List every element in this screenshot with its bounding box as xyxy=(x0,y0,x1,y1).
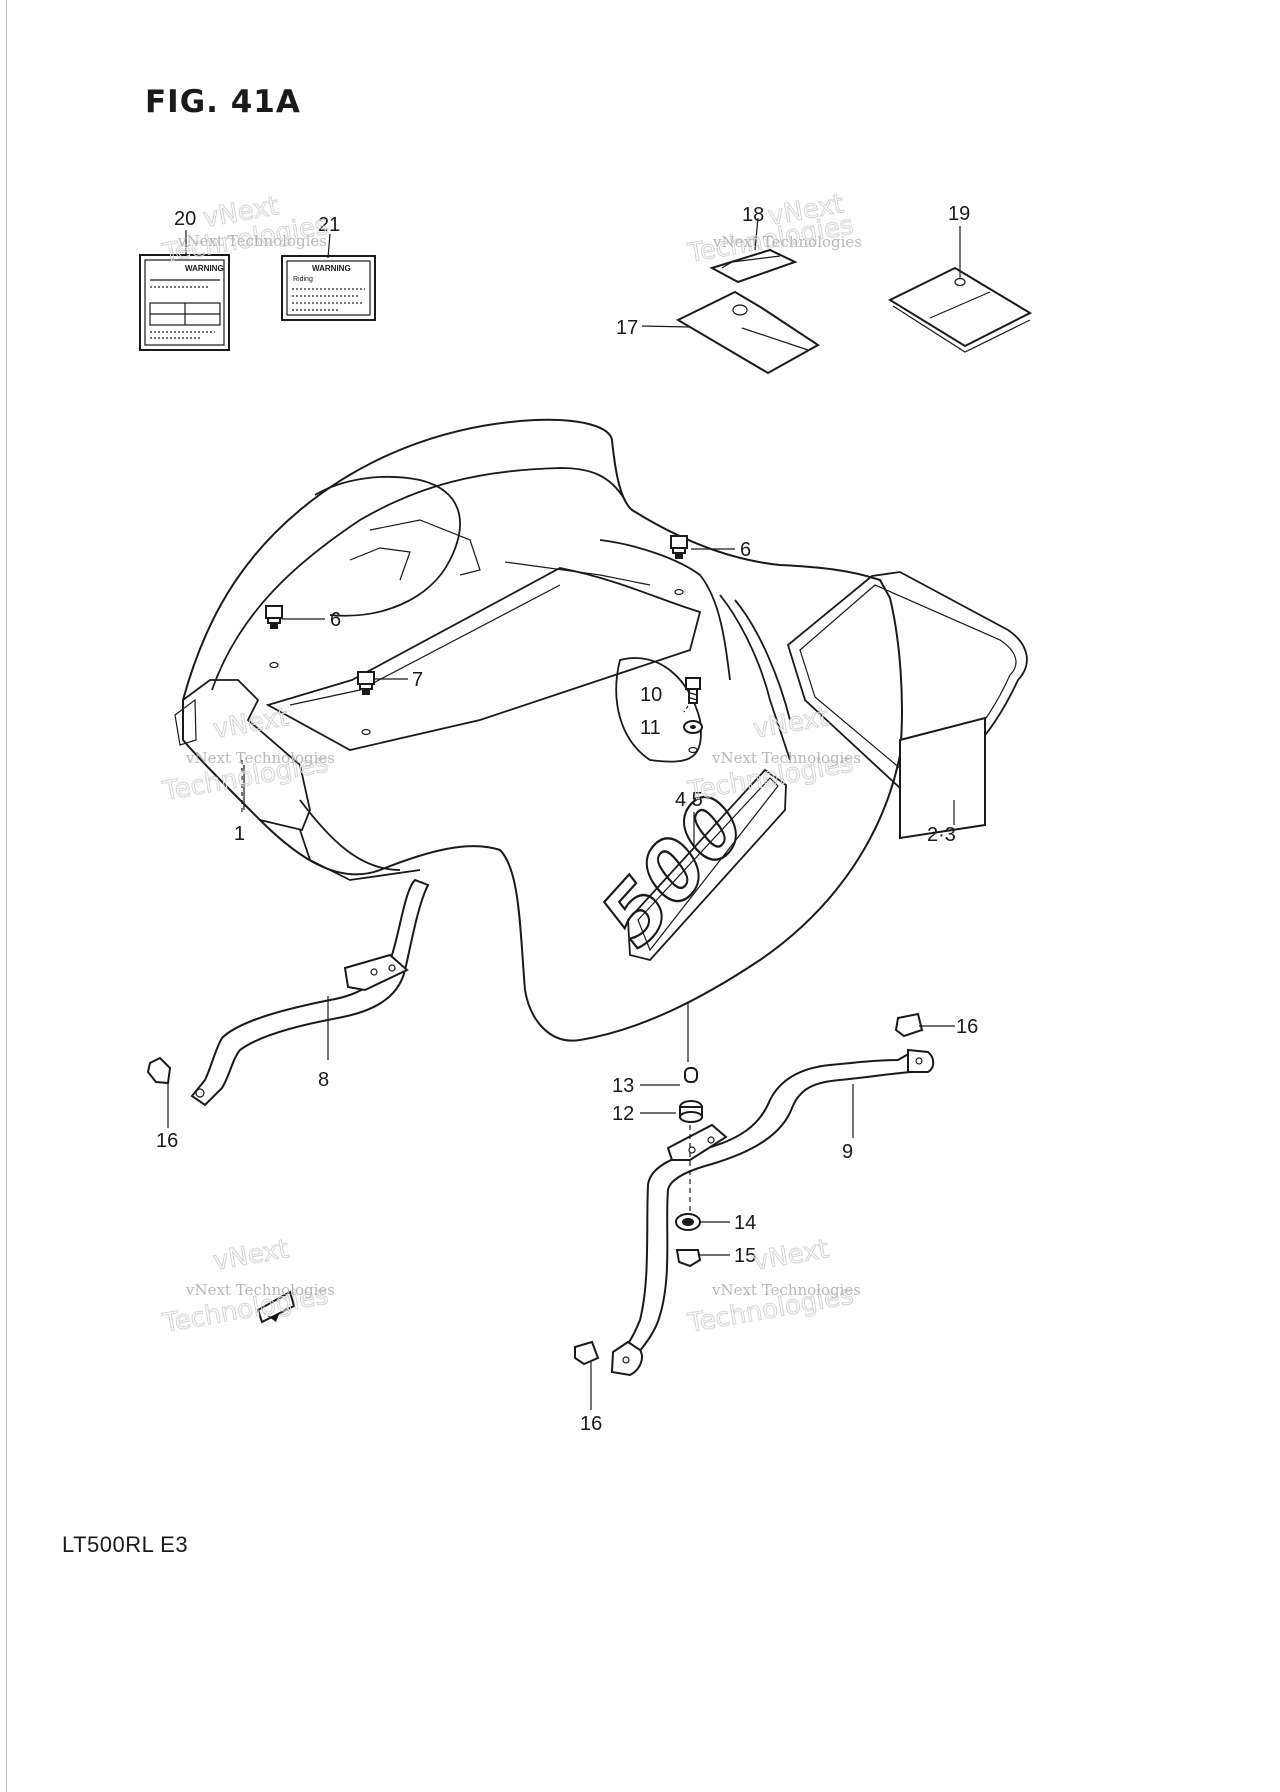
watermark-text: vNext Technologies xyxy=(185,749,335,767)
cushion-12 xyxy=(679,1100,703,1123)
model-code: LT500RL E3 xyxy=(62,1532,189,1557)
washer-14 xyxy=(675,1213,701,1231)
callout-15: 15 xyxy=(734,1245,756,1267)
callout-14: 14 xyxy=(734,1212,756,1234)
watermark-text: vNext Technologies xyxy=(711,749,861,767)
callout-16-bottom: 16 xyxy=(580,1413,602,1435)
rear-fender-1: 500 xyxy=(174,418,1028,1042)
callout-13: 13 xyxy=(612,1075,634,1097)
warning-label-21-heading: WARNING xyxy=(312,264,351,273)
callouts: 20 21 18 17 19 6 6 7 10 11 4 5 1 2·3 8 1… xyxy=(156,203,978,1435)
cap-16-bottom xyxy=(574,1340,600,1366)
warning-label-21-text: Riding xyxy=(293,276,313,283)
grab-bar-8 xyxy=(190,878,430,1107)
callout-4-5: 4 5 xyxy=(675,789,703,811)
callout-18: 18 xyxy=(742,204,764,226)
case-19 xyxy=(887,266,1033,353)
callout-16-left: 16 xyxy=(156,1130,178,1152)
callout-6-left: 6 xyxy=(330,609,341,631)
grab-bar-9 xyxy=(610,1048,935,1377)
cushion-13 xyxy=(684,1067,698,1083)
callout-20: 20 xyxy=(174,208,196,230)
clip-fragment xyxy=(256,1290,296,1324)
watermark-bottom-left: vNext Technologies vNext Technologies xyxy=(160,1234,335,1340)
bolt-6-left xyxy=(265,605,283,669)
callout-2-3: 2·3 xyxy=(927,824,956,846)
callout-9: 9 xyxy=(842,1141,853,1163)
cap-16-right xyxy=(894,1012,924,1038)
callout-10: 10 xyxy=(640,684,662,706)
callout-12: 12 xyxy=(612,1103,634,1125)
callout-7: 7 xyxy=(412,669,423,691)
bolt-6-right xyxy=(670,535,688,596)
page-edge-line xyxy=(6,0,7,1792)
plate-18 xyxy=(709,248,798,284)
figure-title: FIG. 41A xyxy=(145,84,301,120)
watermark-logo-line: vNext xyxy=(211,1234,291,1277)
watermark-text: vNext Technologies xyxy=(185,1281,335,1299)
nut-15 xyxy=(675,1249,702,1268)
callout-11: 11 xyxy=(640,717,661,739)
callout-17: 17 xyxy=(616,317,638,339)
warning-label-20: WARNING xyxy=(139,254,230,351)
bolt-10-washer-11 xyxy=(683,677,703,754)
warning-label-20-heading: WARNING xyxy=(185,264,224,273)
callout-8: 8 xyxy=(318,1069,329,1091)
callout-6-right: 6 xyxy=(740,539,751,561)
callout-19: 19 xyxy=(948,203,970,225)
watermark-text: vNext Technologies xyxy=(177,232,327,250)
pouch-17 xyxy=(675,290,820,375)
watermark-logo-line: vNext xyxy=(751,1234,831,1277)
callout-16-right: 16 xyxy=(956,1016,978,1038)
cap-16-left xyxy=(146,1056,172,1085)
warning-label-21: WARNING Riding xyxy=(281,255,376,321)
callout-21: 21 xyxy=(318,214,340,236)
watermark-bottom-right: vNext Technologies vNext Technologies xyxy=(685,1234,861,1340)
watermark-text: vNext Technologies xyxy=(711,1281,861,1299)
bolt-7 xyxy=(357,671,375,736)
leader-lines xyxy=(167,217,961,1410)
watermark-text: vNext Technologies xyxy=(712,233,862,251)
callout-1: 1 xyxy=(234,823,245,845)
